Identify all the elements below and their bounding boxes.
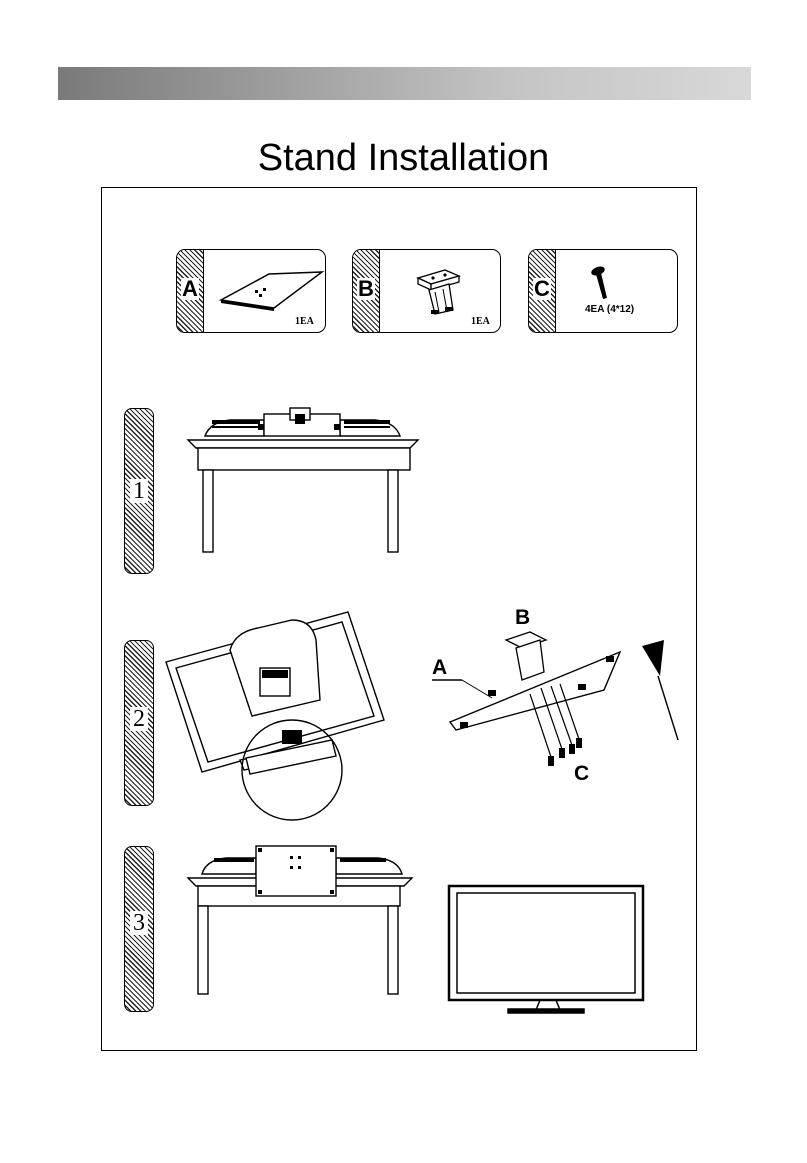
step-3-illustration: [0, 0, 807, 1163]
